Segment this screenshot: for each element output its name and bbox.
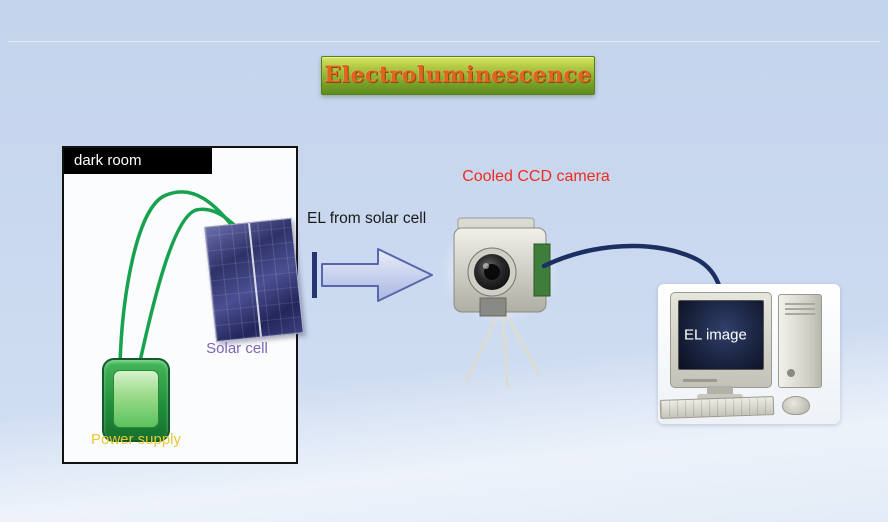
divider-line: [8, 41, 880, 43]
el-arrow: [312, 248, 433, 302]
lens-barrel: [479, 297, 507, 317]
power-supply-icon: [102, 358, 170, 442]
monitor-stand: [707, 386, 733, 395]
dark-room-header: dark room: [64, 148, 212, 174]
el-image-label: EL image: [684, 326, 747, 344]
camera-circuit-board: [533, 243, 551, 297]
el-emission-bar: [312, 252, 317, 298]
solar-cell-label: Solar cell: [206, 340, 268, 357]
el-from-solar-cell-label: EL from solar cell: [307, 210, 427, 227]
computer-tower: [778, 294, 822, 388]
power-supply-window: [113, 370, 159, 428]
dark-room-label: dark room: [74, 152, 142, 169]
solar-cell-image: [204, 217, 304, 343]
monitor-screen: EL image: [678, 300, 764, 370]
computer-image: EL image: [658, 284, 840, 424]
ccd-camera-image: [440, 216, 560, 389]
lens-highlight: [483, 263, 489, 269]
dark-room-box: Solar cell Power supply dark room: [62, 146, 304, 464]
power-supply-label: Power supply: [90, 431, 182, 448]
wire-1: [118, 190, 236, 366]
right-arrow-shape: [321, 248, 433, 302]
title-banner: Electroluminescence: [321, 56, 595, 95]
keyboard: [659, 396, 775, 419]
mouse: [782, 396, 810, 415]
slide-title: Electroluminescence: [324, 62, 592, 88]
cooled-ccd-camera-label: Cooled CCD camera: [462, 168, 610, 185]
monitor: EL image: [670, 292, 772, 388]
